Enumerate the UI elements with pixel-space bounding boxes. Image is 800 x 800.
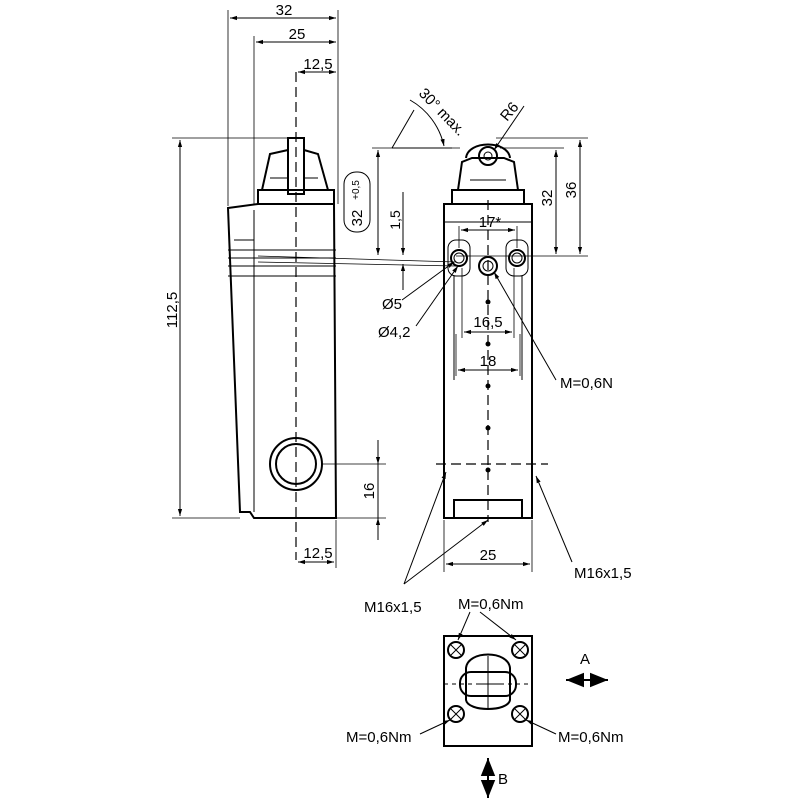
middle-dimensions: 32 +0,5 1,5 30° max.: [257, 85, 469, 290]
front-head: [457, 157, 519, 191]
side-view: 32 25 12,5 112,5 16 12,5: [164, 2, 386, 568]
torque-left: M=0,6Nm: [346, 729, 411, 746]
top-head: [465, 653, 511, 710]
side-body: [226, 203, 338, 519]
front-view: 36 32 R6 17* 16,5 18 25 Ø5 Ø4,2: [364, 99, 632, 616]
thread-right: M16x1,5: [574, 565, 632, 582]
direction-b-label: B: [498, 771, 508, 788]
dim-width-12-5-bottom: 12,5: [303, 545, 332, 562]
dim-angle-30: 30° max.: [415, 85, 468, 140]
dim-spacing-17: 17*: [479, 214, 502, 231]
dim-spacing-16-5: 16,5: [473, 314, 502, 331]
dim-gap-1-5: 1,5: [387, 210, 403, 230]
top-screw-bl: [447, 705, 465, 723]
top-body: [443, 635, 533, 747]
top-screw-br: [511, 705, 529, 723]
dim-height-36: 36: [563, 182, 580, 199]
dim-height-112-5: 112,5: [164, 292, 181, 328]
dim-32-tolerance-sup: +0,5: [351, 180, 362, 200]
dim-height-16: 16: [361, 483, 378, 500]
front-hole-right: [508, 249, 526, 267]
top-screw-tr: [511, 641, 529, 659]
side-head: [261, 149, 329, 191]
torque-top: M=0,6Nm: [458, 596, 523, 613]
front-roller: [478, 146, 498, 166]
dim-width-25-bottom: 25: [480, 547, 497, 564]
torque-right: M=0,6Nm: [558, 729, 623, 746]
dim-width-25-top: 25: [289, 26, 306, 43]
dim-32-tolerance: 32: [349, 210, 366, 227]
front-hole-left: [450, 249, 468, 267]
thread-left: M16x1,5: [364, 599, 422, 616]
top-screw-tl: [447, 641, 465, 659]
dim-width-32: 32: [276, 2, 293, 19]
dim-dia-4-2: Ø4,2: [378, 324, 411, 341]
direction-a-label: A: [580, 651, 590, 668]
dim-height-32: 32: [539, 190, 556, 207]
dim-width-12-5-top: 12,5: [303, 56, 332, 73]
dim-dia-5: Ø5: [382, 296, 402, 313]
dim-radius-r6: R6: [497, 99, 522, 125]
top-view: M=0,6Nm M=0,6Nm M=0,6Nm A B: [346, 596, 623, 798]
dim-32-tolerance-frame: [343, 171, 371, 233]
torque-front: M=0,6N: [560, 375, 613, 392]
dim-spacing-18: 18: [480, 353, 497, 370]
